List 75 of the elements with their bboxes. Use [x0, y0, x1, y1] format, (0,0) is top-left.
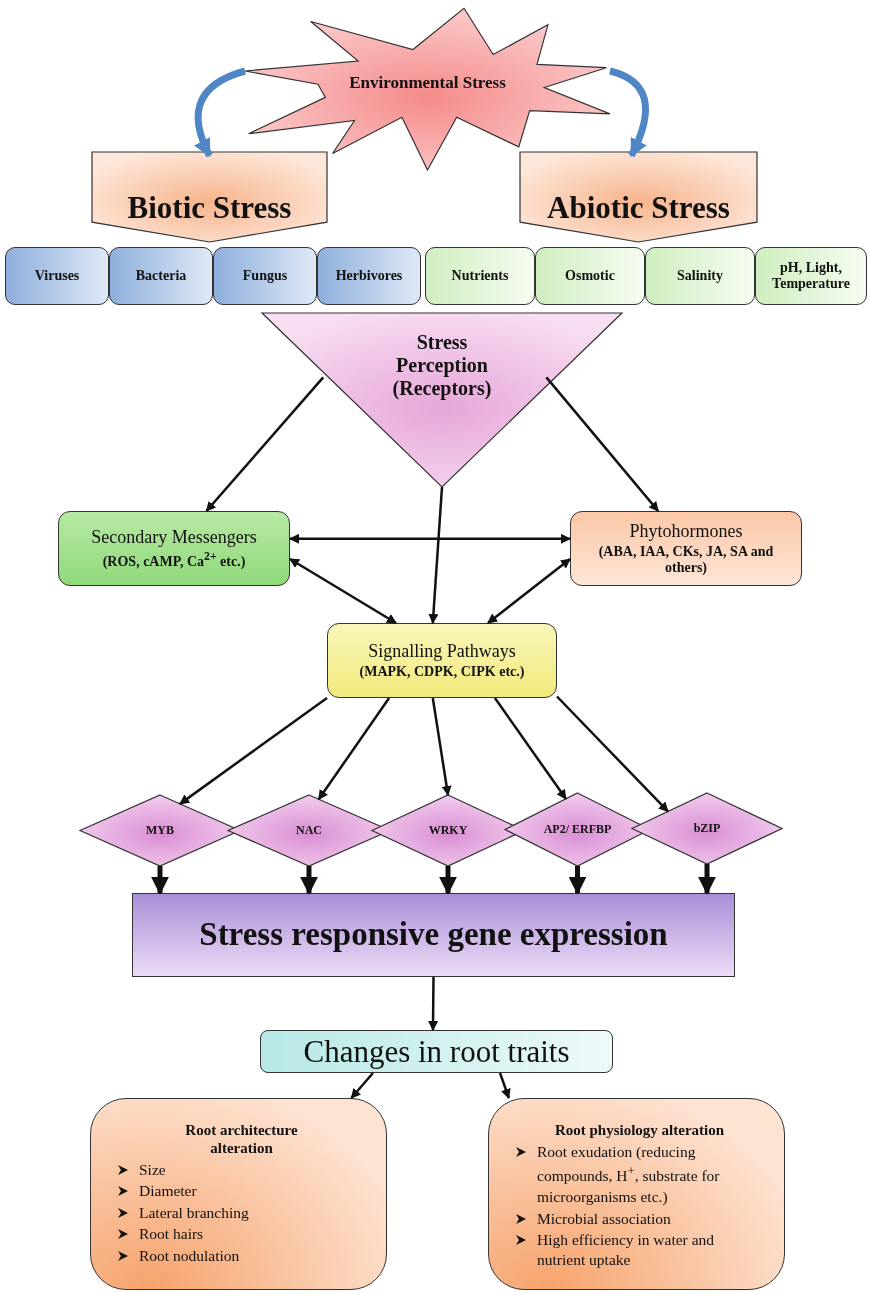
rounded-box [260, 1030, 613, 1073]
arrow [439, 866, 457, 895]
box-label: Changes in root traits [303, 1033, 570, 1070]
rounded-box [132, 893, 735, 977]
box-label: Secondary Messengers [91, 526, 257, 548]
arrow [205, 376, 325, 512]
node-label: WRKY [428, 823, 468, 838]
diamond [632, 793, 782, 864]
box-label: Osmotic [565, 267, 615, 285]
arrow [194, 67, 247, 158]
arrow [498, 1072, 511, 1099]
arrow-callout [92, 152, 327, 242]
node-label: Stress Perception (Receptors) [391, 331, 493, 400]
rounded-box [58, 511, 290, 586]
box-sublabel: (ROS, cAMP, Ca$^{2+}$ etc.) [102, 550, 246, 571]
arrow [493, 697, 567, 800]
bullet-text: Root exudation (reducing compounds, H$^{+}$, substrate for microorganisms etc.) [537, 1142, 721, 1208]
rounded-box [213, 247, 317, 305]
box-label: Nutrients [451, 267, 509, 285]
arrow [556, 695, 669, 813]
node-label: AP2/ ERFBP [543, 822, 612, 837]
arrow [179, 697, 328, 805]
arrow-callout [520, 152, 757, 242]
box-label: Bacteria [135, 267, 187, 285]
box-label: Stress responsive gene expression [199, 916, 668, 954]
arrow [350, 1072, 374, 1099]
box-sublabel: (MAPK, CDPK, CIPK etc.) [359, 664, 525, 681]
node-label: Abiotic Stress [547, 190, 730, 226]
bullet-text: Root nodulation [139, 1245, 240, 1266]
arrow [428, 977, 439, 1031]
rounded-box [90, 1098, 387, 1290]
box-label: Viruses [34, 267, 80, 285]
bullet-text: Root hairs [139, 1224, 204, 1245]
inverted-triangle [262, 313, 622, 487]
rounded-box [570, 511, 802, 586]
box-label: Herbivores [335, 267, 403, 285]
bullet-text: Microbial association [537, 1208, 671, 1229]
arrow [317, 697, 391, 801]
arrow [289, 533, 571, 544]
rounded-box [327, 623, 557, 698]
rounded-box [535, 247, 645, 305]
node-label: Biotic Stress [127, 190, 292, 226]
box-label: pH, Light, Temperature [771, 259, 851, 293]
box-heading: Root architecture alteration [184, 1121, 299, 1157]
rounded-box [5, 247, 109, 305]
box-label: Phytohormones [629, 520, 743, 542]
box-sublabel: (ABA, IAA, CKs, JA, SA and others) [597, 544, 775, 577]
node-label: bZIP [693, 821, 721, 836]
bullet-text: High efficiency in water and nutrient uptake [537, 1229, 716, 1271]
arrow [609, 67, 649, 158]
node-label: Environmental Stress [349, 72, 506, 93]
arrow [431, 697, 452, 796]
bullet-text: Diameter [139, 1181, 197, 1202]
box-heading: Root physiology alteration [554, 1121, 725, 1139]
arrow [300, 866, 318, 895]
box-label: Salinity [677, 267, 723, 285]
rounded-box [317, 247, 421, 305]
rounded-box [488, 1098, 785, 1290]
arrow [289, 557, 397, 625]
rounded-box [109, 247, 213, 305]
node-label: NAC [296, 823, 322, 838]
arrow [428, 486, 444, 624]
arrow [568, 866, 587, 895]
bullet-text: Size [139, 1160, 166, 1180]
node-label: MYB [146, 823, 174, 838]
arrow [545, 376, 660, 512]
rounded-box [645, 247, 755, 305]
box-label: Fungus [242, 267, 288, 285]
rounded-box [425, 247, 535, 305]
rounded-box [755, 247, 867, 305]
bullet-text: Lateral branching [139, 1202, 249, 1223]
arrow [487, 558, 571, 624]
box-label: Signalling Pathways [368, 640, 516, 662]
arrow [151, 866, 169, 895]
arrow [698, 864, 716, 895]
